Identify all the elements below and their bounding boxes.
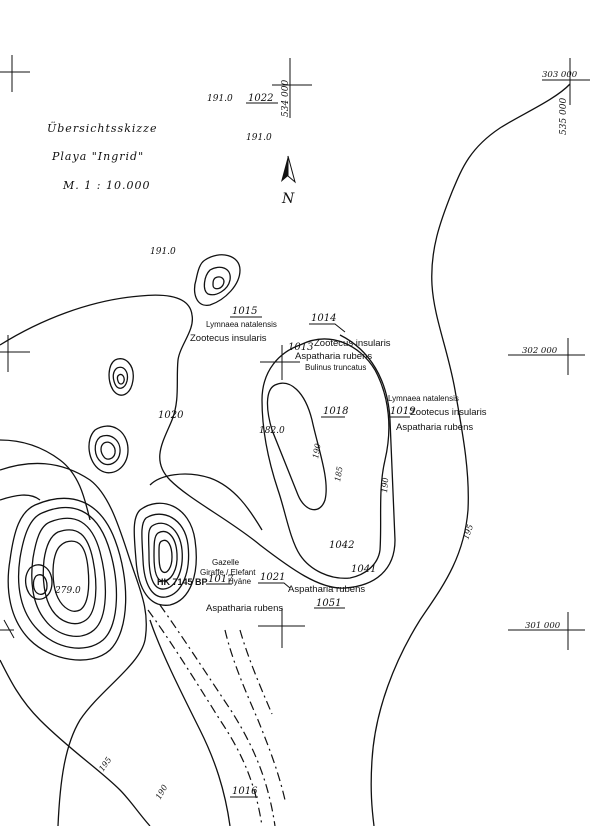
site-1051: 1051: [316, 598, 341, 609]
grid-x-right: 535 000: [559, 98, 569, 135]
elevation-279: 279.0: [54, 586, 81, 596]
contour-185: 185: [333, 466, 345, 483]
label-aspatharia-1: Aspatharia rubens: [295, 351, 372, 362]
contour-190-a: 190: [311, 443, 323, 460]
site-1017: 1017: [208, 574, 234, 585]
site-1015: 1015: [232, 306, 257, 317]
site-1018: 1018: [323, 406, 348, 417]
label-zootecus-3: Zootecus insularis: [410, 407, 487, 418]
label-zootecus-2: Zootecus insularis: [314, 338, 391, 349]
grid-y-301: 301 000: [525, 621, 561, 631]
site-1042: 1042: [329, 540, 354, 551]
grid-labels: 534 000 535 000 303 000 302 000 301 000: [281, 70, 578, 631]
contour-195-b: 195: [97, 755, 113, 773]
north-arrow: N: [281, 155, 296, 207]
grid-y-302: 302 000: [522, 346, 558, 356]
elevation-182: 182.0: [259, 426, 285, 436]
site-1022: 1022: [248, 93, 273, 104]
contour-lines: [0, 83, 571, 826]
grid-x-top: 534 000: [281, 80, 291, 117]
contour-190-c: 190: [154, 783, 169, 801]
site-1019: 1019: [390, 406, 416, 417]
label-aspatharia-2: Aspatharia rubens: [396, 422, 473, 433]
label-gazelle: Gazelle: [212, 558, 240, 567]
label-hyaene: Hyäne: [228, 577, 252, 586]
elevation-191-b: 191.0: [246, 133, 272, 143]
grid-crosses: [0, 55, 590, 650]
north-label: N: [281, 191, 295, 207]
wadi-lines: [147, 604, 286, 826]
label-lymnaea-2: Lymnaea natalensis: [388, 394, 459, 403]
title-line-2: Playa "Ingrid": [51, 150, 144, 163]
grid-y-303: 303 000: [542, 70, 578, 80]
site-1016: 1016: [232, 786, 258, 797]
elevation-191-a: 191.0: [207, 94, 233, 104]
contour-190-b: 190: [380, 477, 390, 493]
site-1020: 1020: [158, 410, 184, 421]
site-1014: 1014: [311, 313, 336, 324]
label-lymnaea-1: Lymnaea natalensis: [206, 320, 277, 329]
label-aspatharia-4: Aspatharia rubens: [206, 603, 283, 614]
finds-labels: Lymnaea natalensis Zootecus insularis Zo…: [157, 320, 487, 614]
label-bulinus: Bulinus truncatus: [305, 363, 366, 372]
site-1013: 1013: [288, 342, 313, 353]
site-numbers: 1022 1015 1014 1013 1020 1018 1019 1042 …: [158, 93, 416, 798]
label-hk-date: HK 7145 BP: [157, 577, 208, 587]
title-line-1: Übersichtsskizze: [47, 121, 157, 135]
elevation-labels: 191.0 191.0 191.0 182.0 279.0 190 185 19…: [54, 94, 475, 801]
title-line-3: M. 1 : 10.000: [62, 179, 150, 192]
label-aspatharia-3: Aspatharia rubens: [288, 584, 365, 595]
contour-195-a: 195: [461, 523, 475, 540]
site-1021: 1021: [260, 572, 285, 583]
label-zootecus-1: Zootecus insularis: [190, 333, 267, 344]
title-block: Übersichtsskizze Playa "Ingrid" M. 1 : 1…: [47, 121, 157, 192]
site-1041: 1041: [351, 564, 376, 575]
label-giraffe: Giraffe / Elefant: [200, 568, 256, 577]
elevation-191-c: 191.0: [150, 247, 176, 257]
